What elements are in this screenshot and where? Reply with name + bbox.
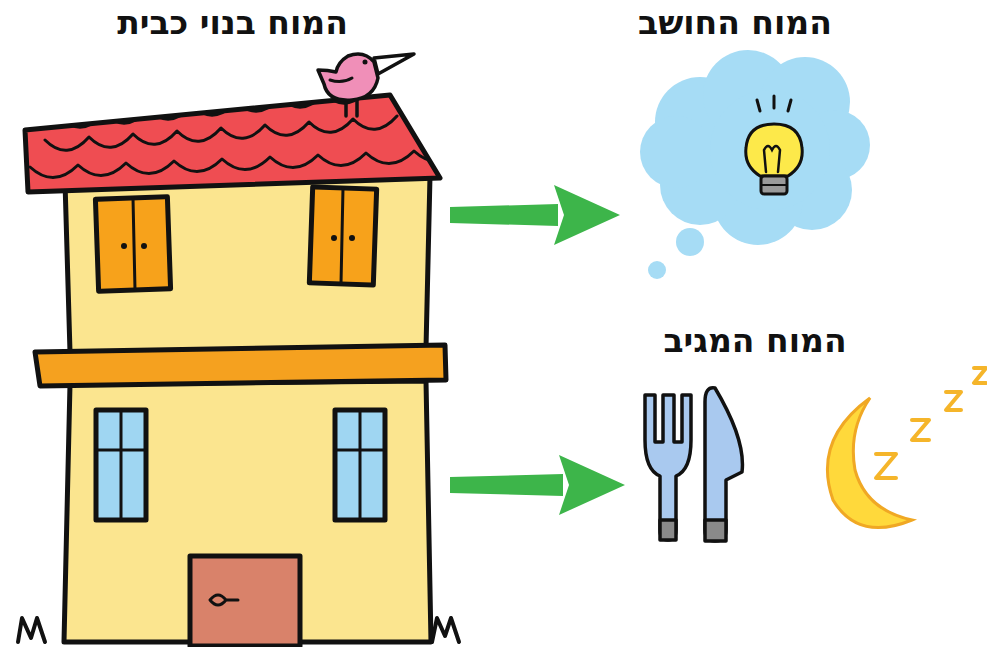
thinking-brain-node: המוח החושב <box>620 0 870 290</box>
node-label: המוח המגיב <box>635 321 875 361</box>
cloud-bubble <box>648 261 666 279</box>
bulb-base-line <box>762 184 786 186</box>
bulb-ray <box>773 96 776 108</box>
window <box>96 410 146 520</box>
flow-arrow <box>450 185 620 245</box>
window <box>309 187 376 285</box>
fork-end <box>660 520 676 540</box>
house-node: המוח בנוי כבית <box>15 0 450 647</box>
cloud-part <box>710 90 830 210</box>
grass <box>432 618 459 642</box>
bird-body <box>318 54 378 100</box>
bird-eye <box>363 60 368 65</box>
roof-tiles <box>45 116 397 150</box>
knife <box>705 388 742 541</box>
window-line <box>335 449 385 452</box>
bulb-glass <box>746 124 802 176</box>
upper-floor <box>65 176 430 352</box>
floor-band <box>35 345 446 386</box>
window <box>95 197 170 291</box>
window-line <box>133 198 135 290</box>
window-line <box>120 410 123 520</box>
roof-tiles <box>30 90 462 178</box>
sleep-moon <box>827 368 986 528</box>
moon <box>827 398 912 528</box>
bird-beak <box>374 54 414 74</box>
reactive-brain-node: המוח המגיב <box>625 315 987 550</box>
window-knob <box>141 243 147 249</box>
grass <box>18 618 45 642</box>
cloud-bubble <box>676 228 704 256</box>
z-mark <box>946 392 961 410</box>
arrow-head <box>559 455 625 515</box>
window-knob <box>349 235 355 241</box>
window-line <box>96 449 146 452</box>
window-line <box>359 410 362 520</box>
bird-wing <box>330 78 352 82</box>
window <box>335 410 385 520</box>
z-mark <box>974 368 986 383</box>
fork <box>645 395 691 540</box>
light-bulb <box>746 96 802 194</box>
bulb-ray <box>788 100 791 111</box>
roof-tiles <box>30 149 462 178</box>
cutlery <box>645 388 742 541</box>
door-handle <box>210 595 238 605</box>
window-line <box>341 188 343 284</box>
knife-end <box>705 520 726 541</box>
arrow-shaft <box>450 204 558 226</box>
z-mark <box>876 454 896 478</box>
window-knob <box>331 235 337 241</box>
thought-cloud <box>640 50 870 279</box>
node-label: המוח בנוי כבית <box>35 3 430 43</box>
bulb-base <box>761 176 787 194</box>
cloud-part <box>640 116 712 188</box>
house-drawing <box>18 90 462 646</box>
bulb-filament <box>764 146 780 172</box>
node-label: המוח החושב <box>620 3 850 43</box>
arrow-shaft <box>450 474 563 496</box>
roof-tiles <box>60 90 368 127</box>
z-mark <box>912 420 929 440</box>
window-knob <box>121 243 127 249</box>
roof <box>25 95 440 192</box>
bird <box>318 54 414 116</box>
sleep-z <box>876 368 986 478</box>
flow-arrow <box>450 455 625 515</box>
door <box>190 556 300 646</box>
arrow-head <box>554 185 620 245</box>
bulb-ray <box>757 100 760 111</box>
